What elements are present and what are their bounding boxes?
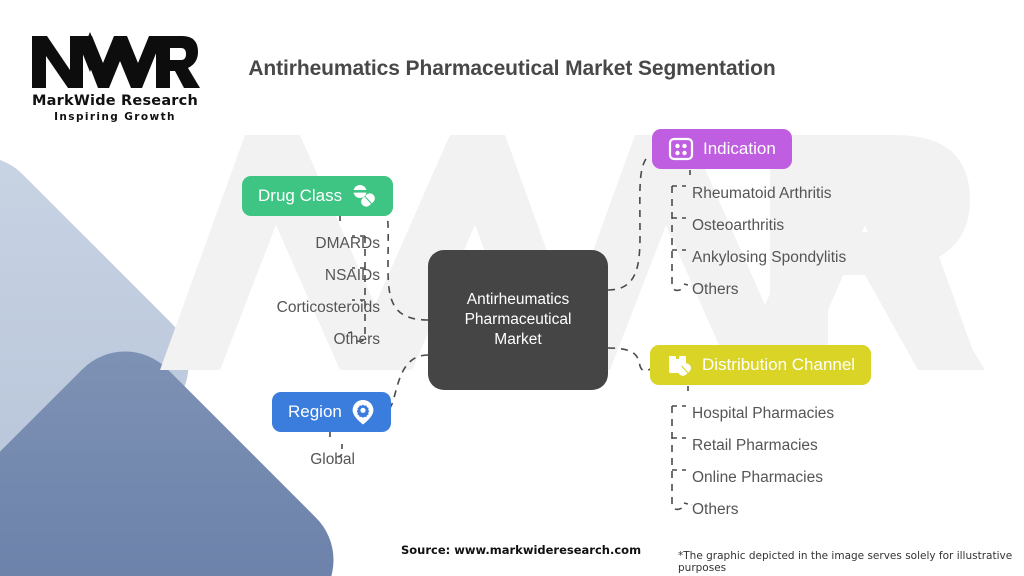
list-item[interactable]: Ankylosing Spondylitis: [692, 249, 847, 266]
badge-distribution-channel[interactable]: Distribution Channel: [650, 345, 872, 385]
center-node-line-1: Antirheumatics: [466, 291, 570, 308]
badge-region-label: Region: [288, 402, 342, 421]
badge-drug-class[interactable]: Drug Class: [242, 176, 394, 216]
list-item[interactable]: DMARDs: [315, 235, 380, 252]
disclaimer-note: *The graphic depicted in the image serve…: [678, 550, 1013, 574]
list-item[interactable]: Others: [692, 501, 739, 518]
company-logo: MarkWide Research Inspiring Growth: [30, 30, 200, 123]
center-node-line-2: Pharmaceutical: [464, 311, 572, 328]
center-node-line-3: Market: [494, 331, 542, 348]
source-note: Source: www.markwideresearch.com: [401, 543, 642, 557]
pill-capsule-icon: [351, 184, 377, 208]
badge-indication[interactable]: Indication: [652, 129, 792, 169]
logo-company-name: MarkWide Research: [32, 93, 198, 109]
list-item[interactable]: Rheumatoid Arthritis: [692, 185, 832, 202]
list-item[interactable]: Hospital Pharmacies: [692, 405, 835, 422]
list-item[interactable]: Global: [310, 451, 355, 468]
center-node-text: Antirheumatics Pharmaceutical Market: [465, 290, 572, 350]
logo-mark-mwr: [32, 32, 200, 88]
list-region: Global: [240, 444, 355, 476]
medicine-box-pill-icon: [666, 353, 693, 378]
list-item[interactable]: Others: [333, 331, 380, 348]
center-node[interactable]: Antirheumatics Pharmaceutical Market: [428, 250, 608, 390]
list-item[interactable]: NSAIDs: [324, 267, 380, 284]
badge-region[interactable]: Region: [272, 392, 391, 432]
list-indication: Rheumatoid Arthritis Osteoarthritis Anky…: [692, 178, 846, 306]
list-item[interactable]: Corticosteroids: [276, 299, 380, 316]
list-item[interactable]: Others: [692, 281, 739, 298]
list-item[interactable]: Online Pharmacies: [692, 469, 823, 486]
list-item[interactable]: Osteoarthritis: [692, 217, 785, 234]
list-item[interactable]: Retail Pharmacies: [692, 437, 818, 454]
list-drug-class: DMARDs NSAIDs Corticosteroids Others: [180, 228, 380, 356]
badge-indication-label: Indication: [703, 139, 776, 158]
page-title: Antirheumatics Pharmaceutical Market Seg…: [248, 57, 776, 80]
grid-panel-icon: [668, 136, 694, 162]
badge-distribution-label: Distribution Channel: [702, 355, 856, 374]
map-pin-gear-icon: [351, 399, 375, 425]
badge-drug-class-label: Drug Class: [258, 186, 343, 205]
logo-tagline: Inspiring Growth: [54, 111, 176, 123]
list-distribution-channel: Hospital Pharmacies Retail Pharmacies On…: [692, 398, 834, 526]
